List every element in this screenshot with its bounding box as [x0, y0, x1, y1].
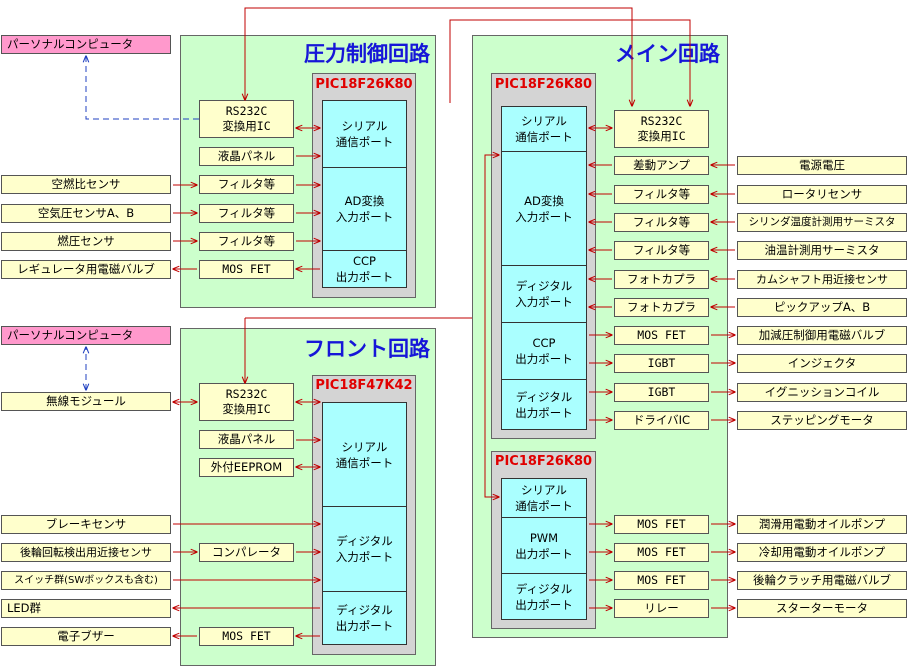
front-circuit-title: フロント回路 [304, 337, 430, 361]
regulator-solenoid-valve: レギュレータ用電磁バルブ [1, 260, 171, 279]
main-mid-2: フィルタ等 [614, 185, 709, 204]
electronic-buzzer: 電子ブザー [1, 627, 171, 646]
main-mid-9: IGBT [614, 383, 709, 402]
pressure-lcd-panel: 液晶パネル [199, 147, 294, 166]
main-mid-5: フォトカプラ [614, 270, 709, 289]
cylinder-temp-thermistor: シリンダ温度計測用サーミスタ [737, 213, 907, 232]
front-comparator: コンパレータ [199, 543, 294, 562]
main2-digital-out-port: ディジタル 出力ポート [501, 573, 587, 620]
pressure-circuit-title: 圧力制御回路 [304, 42, 430, 66]
main-ccp-port: CCP 出力ポート [501, 322, 587, 380]
fuel-pressure-sensor: 燃圧センサ [1, 232, 171, 251]
main-mid-4: フィルタ等 [614, 241, 709, 260]
ignition-coil: イグニッションコイル [737, 383, 907, 402]
front-external-eeprom: 外付EEPROM [199, 458, 294, 477]
main-mid-6: フォトカプラ [614, 298, 709, 317]
main-chip1-label: PIC18F26K80 [494, 77, 593, 92]
wireless-module: 無線モジュール [1, 392, 171, 411]
line-pressure-rs232c-top [245, 7, 632, 106]
pickup-ab: ピックアップA、B [737, 298, 907, 317]
front-serial-port: シリアル 通信ポート [322, 402, 407, 507]
main-chip2-label: PIC18F26K80 [494, 454, 593, 469]
pressure-control-solenoid-valve: 加減圧制御用電磁バルブ [737, 326, 907, 345]
pressure-chip-label: PIC18F26K80 [315, 77, 413, 92]
cooling-oil-pump: 冷却用電動オイルポンプ [737, 543, 907, 562]
power-supply-voltage: 電源電圧 [737, 156, 907, 175]
pressure-filter-2: フィルタ等 [199, 204, 294, 223]
camshaft-proximity-sensor: カムシャフト用近接センサ [737, 270, 907, 289]
main-serial-port: シリアル 通信ポート [501, 106, 587, 152]
front-digital-out-port: ディジタル 出力ポート [322, 591, 407, 645]
pressure-ccp-port: CCP 出力ポート [322, 250, 407, 288]
main-mid-3: フィルタ等 [614, 213, 709, 232]
front-rs232c-ic: RS232C 変換用IC [199, 383, 294, 421]
main2-mid-4: リレー [614, 599, 709, 618]
oil-temp-thermistor: 油温計測用サーミスタ [737, 241, 907, 260]
front-mosfet: MOS FET [199, 627, 294, 646]
led-group: LED群 [1, 599, 171, 618]
line-main-to-pressure-rs232c [449, 19, 690, 106]
pressure-filter-1: フィルタ等 [199, 175, 294, 194]
switch-group: スイッチ群(SWボックスも含む) [1, 571, 171, 590]
main2-mid-1: MOS FET [614, 515, 709, 534]
front-digital-in-port: ディジタル 入力ポート [322, 506, 407, 592]
front-personal-computer: パーソナルコンピュータ [1, 326, 171, 345]
rotary-sensor: ロータリセンサ [737, 185, 907, 204]
starter-motor: スターターモータ [737, 599, 907, 618]
main-digital-in-port: ディジタル 入力ポート [501, 265, 587, 323]
main-mid-1: 差動アンプ [614, 156, 709, 175]
pressure-mosfet: MOS FET [199, 260, 294, 279]
main-mid-10: ドライバIC [614, 411, 709, 430]
main-rs232c-ic: RS232C 変換用IC [614, 110, 709, 148]
air-fuel-ratio-sensor: 空燃比センサ [1, 175, 171, 194]
pressure-filter-3: フィルタ等 [199, 232, 294, 251]
front-lcd-panel: 液晶パネル [199, 430, 294, 449]
rear-wheel-proximity-sensor: 後輪回転検出用近接センサ [1, 543, 171, 562]
pressure-ad-port: AD変換 入力ポート [322, 167, 407, 251]
main-mid-7: MOS FET [614, 326, 709, 345]
air-pressure-sensor-ab: 空気圧センサA、B [1, 204, 171, 223]
pressure-personal-computer: パーソナルコンピュータ [1, 35, 171, 54]
stepping-motor: ステッピングモータ [737, 411, 907, 430]
injector: インジェクタ [737, 354, 907, 373]
main2-mid-3: MOS FET [614, 571, 709, 590]
main-mid-8: IGBT [614, 354, 709, 373]
main2-serial-port: シリアル 通信ポート [501, 478, 587, 518]
brake-sensor: ブレーキセンサ [1, 515, 171, 534]
pc-link-pressure [86, 56, 199, 120]
main2-mid-2: MOS FET [614, 543, 709, 562]
lubrication-oil-pump: 潤滑用電動オイルポンプ [737, 515, 907, 534]
front-chip-label: PIC18F47K42 [315, 378, 413, 393]
main-digital-out-port: ディジタル 出力ポート [501, 379, 587, 430]
rear-clutch-solenoid-valve: 後輪クラッチ用電磁バルブ [737, 571, 907, 590]
pressure-serial-port: シリアル 通信ポート [322, 100, 407, 168]
main-ad-port: AD変換 入力ポート [501, 151, 587, 266]
